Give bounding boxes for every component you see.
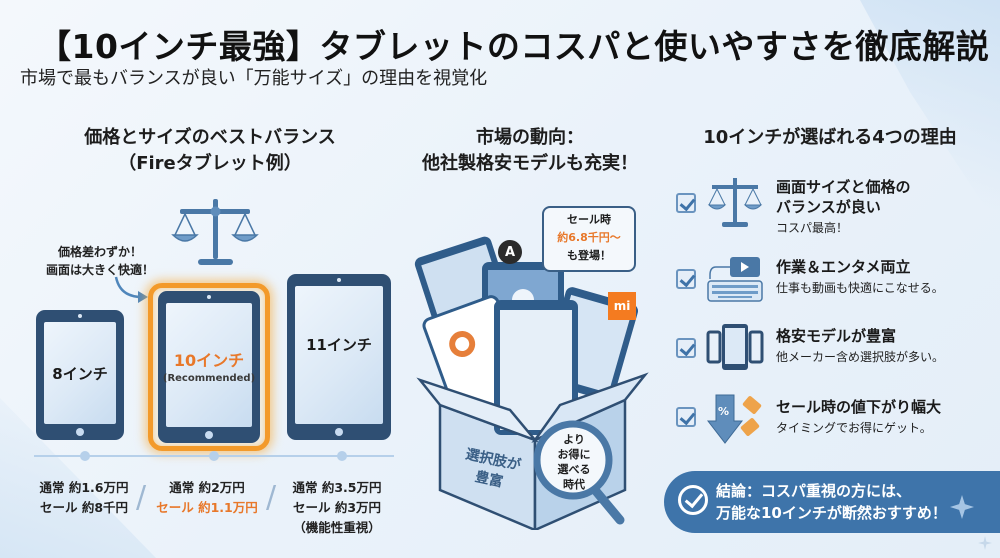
home-button [76,428,84,436]
lens-line: 時代 [563,478,585,491]
separator-slash: / [266,480,277,515]
camera-dot [78,314,82,318]
note-line: 画面は大きく快適！ [45,263,154,277]
tag-line: セール時 [567,213,611,226]
reason-item: 格安モデルが豊富 他メーカー含め選択肢が多い。 [676,322,996,382]
price-drop-sale-icon: % [706,394,762,444]
normal-price: 通常 約2万円 [169,480,245,495]
tablet-10inch-recommended: 10インチ (Recommended) [158,291,260,443]
separator-slash: / [136,480,147,515]
section-title-line: 価格とサイズのベストバランス [84,127,336,148]
reason-text: セール時の値下がり幅大 タイミングでお得にゲット。 [776,397,941,437]
check-circle-icon [678,485,708,515]
page-subtitle: 市場で最もバランスが良い「万能サイズ」の理由を視覚化 [20,68,488,89]
timeline-dot [209,451,219,461]
curved-arrow-icon [114,276,148,303]
tablet-screen: 11インチ [295,286,383,424]
reason-title: 格安モデルが豊富 [776,327,897,345]
tag-price: 約6.8千円〜 [557,231,621,244]
conclusion-banner: 結論：コスパ重視の方には、 万能な10インチが断然おすすめ！ [664,471,1000,533]
conclusion-line: 万能な10インチが断然おすすめ！ [716,504,947,522]
reason-title: 画面サイズと価格の [776,178,911,196]
home-button [335,428,343,436]
price-10inch: 通常 約2万円 セール 約1.1万円 [152,478,262,518]
reason-desc: 他メーカー含め選択肢が多い。 [776,350,945,364]
reason-title: セール時の値下がり幅大 [776,398,942,416]
reason-item: 作業＆エンタメ両立 仕事も動画も快適にこなせる。 [676,255,996,315]
price-note: （機能性重視） [293,520,381,535]
reason-desc: 仕事も動画も快適にこなせる。 [776,281,944,295]
note-line: 価格差わずか！ [57,245,142,259]
reason-item: 画面サイズと価格の バランスが良い コスパ最高！ [676,175,996,235]
tablet-8inch: 8インチ [36,310,124,440]
section-title-line: 市場の動向： [476,127,584,148]
section-title-line: （Fireタブレット例） [118,153,302,174]
price-11inch: 通常 約3.5万円 セール 約3万円 （機能性重視） [282,478,392,538]
section-title-market: 市場の動向： 他社製格安モデルも充実！ [400,125,660,177]
ansible-logo-icon: A [498,240,522,264]
reason-title: バランスが良い [776,198,881,216]
reason-title: 作業＆エンタメ両立 [776,258,911,276]
sale-price: セール 約8千円 [39,500,129,515]
home-button [205,431,213,439]
balance-scale-icon [171,199,259,265]
normal-price: 通常 約1.6万円 [39,480,129,495]
xiaomi-logo-icon: mi [608,292,636,320]
checkbox-icon [676,407,696,427]
lens-line: より [563,433,585,446]
sale-price: セール 約3万円 [292,500,382,515]
checkbox-icon [676,338,696,358]
tablet-size-label: 11インチ [306,336,372,354]
checkbox-icon [676,269,696,289]
page-title: 【10インチ最強】タブレットのコスパと使いやすさを徹底解説 [38,27,990,66]
timeline-dot [80,451,90,461]
reason-text: 作業＆エンタメ両立 仕事も動画も快適にこなせる。 [776,257,944,297]
recommended-label: (Recommended) [162,372,256,384]
sale-price-tag: セール時 約6.8千円〜 も登場！ [542,206,636,272]
timeline-line [34,451,394,461]
reason-desc: タイミングでお得にゲット。 [776,421,932,435]
camera-dot [207,295,211,299]
tablets-in-box-illustration [414,236,649,530]
reason-text: 格安モデルが豊富 他メーカー含め選択肢が多い。 [776,326,944,366]
section-title-reasons: 10インチが選ばれる4つの理由 [703,127,957,148]
lens-line: 選べる [557,463,591,476]
reason-item: % セール時の値下がり幅大 タイミングでお得にゲット。 [676,393,996,453]
section-title-size-balance: 価格とサイズのベストバランス （Fireタブレット例） [40,125,380,177]
svg-text:%: % [718,405,729,418]
checkbox-icon [676,193,696,213]
reason-text: 画面サイズと価格の バランスが良い コスパ最高！ [776,177,911,237]
magnifier-label: より お得に 選べる 時代 [549,432,599,492]
keyboard-video-icon [707,257,763,302]
price-8inch: 通常 約1.6万円 セール 約8千円 [34,478,134,518]
sale-price: セール 約1.1万円 [156,500,258,515]
tablet-size-label: 10インチ [173,350,245,370]
conclusion-line: 結論：コスパ重視の方には、 [716,482,912,500]
tag-line: も登場！ [567,249,611,262]
reason-desc: コスパ最高！ [776,221,849,235]
tablet-11inch: 11インチ [287,274,391,440]
section-title-line: 他社製格安モデルも充実！ [422,153,638,174]
tablet-screen: 10インチ (Recommended) [162,303,256,427]
normal-price: 通常 約3.5万円 [292,480,382,495]
multiple-tablets-icon [706,324,764,370]
tablet-screen: 8インチ [44,322,116,424]
camera-dot [337,278,341,282]
sparkle-icon [978,536,992,550]
lens-line: お得に [557,448,591,461]
balance-scale-icon [707,178,763,227]
tablet-size-label: 8インチ [52,364,108,383]
timeline-dot [337,451,347,461]
price-gap-note: 価格差わずか！ 画面は大きく快適！ [35,243,165,279]
